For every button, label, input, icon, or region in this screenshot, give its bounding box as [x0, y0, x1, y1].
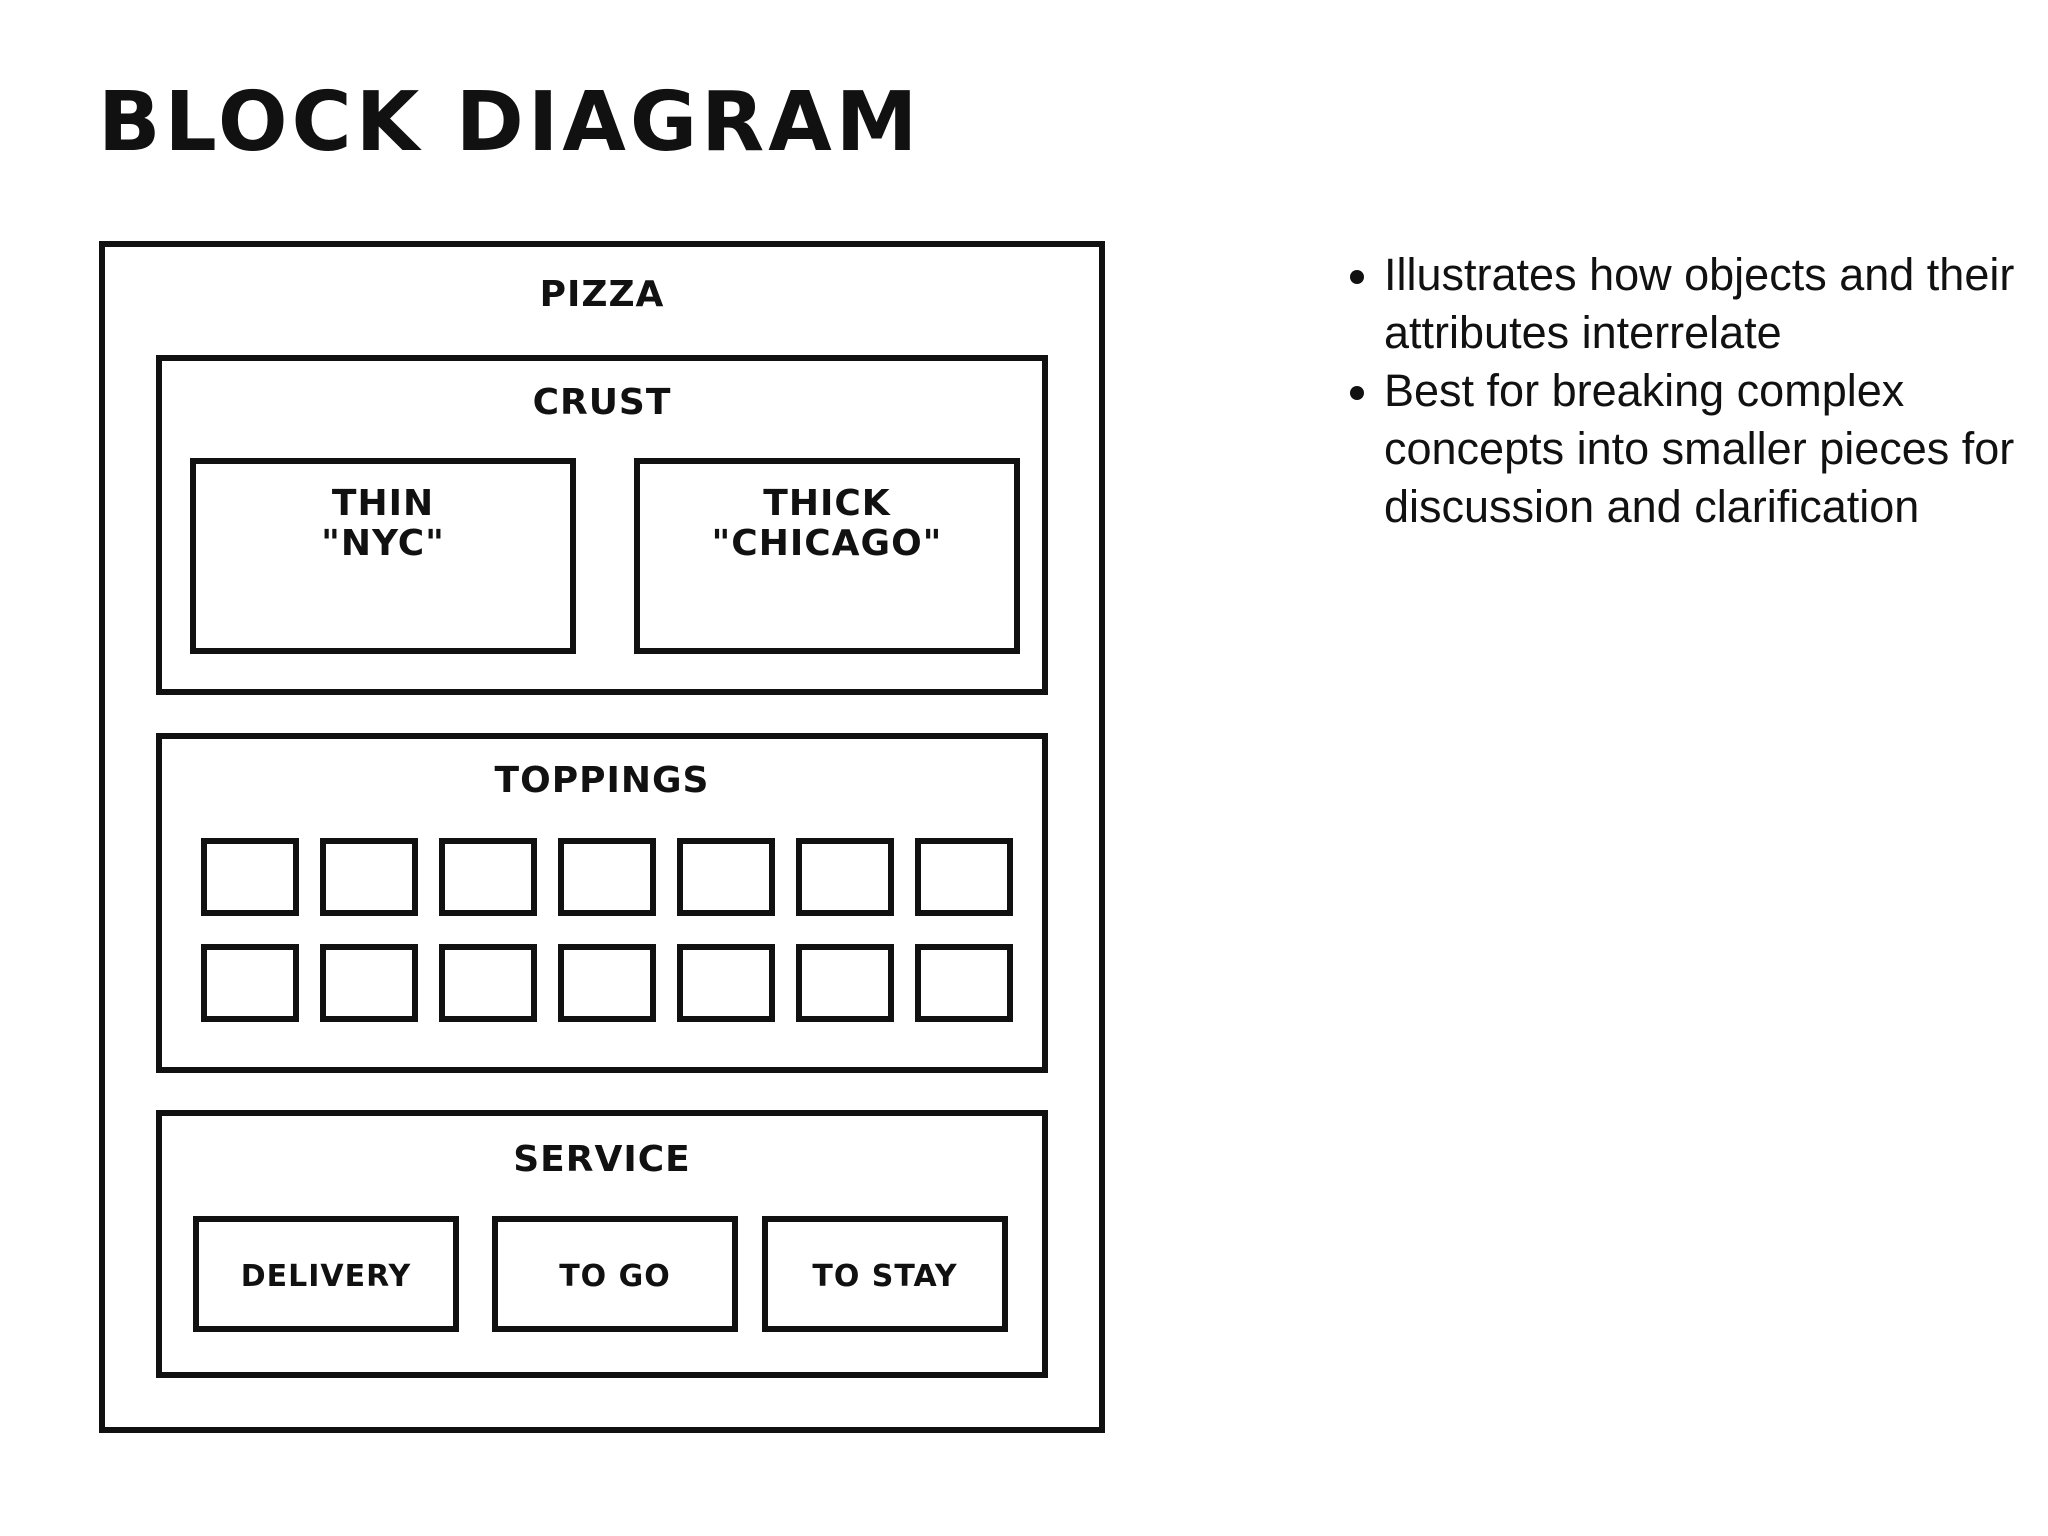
- topping-slot: [201, 838, 299, 916]
- topping-slot: [915, 838, 1013, 916]
- topping-slot: [439, 944, 537, 1022]
- service-to-go-block: TO GO: [492, 1216, 738, 1332]
- crust-thick-block: THICK "CHICAGO": [634, 458, 1020, 654]
- crust-thin-block: THIN "NYC": [190, 458, 576, 654]
- description-item: Best for breaking complex concepts into …: [1384, 362, 2048, 536]
- service-delivery-block: DELIVERY: [193, 1216, 459, 1332]
- toppings-label: TOPPINGS: [494, 760, 710, 801]
- crust-thick-label: THICK "CHICAGO": [711, 483, 943, 564]
- description-item: Illustrates how objects and their attrib…: [1384, 246, 2048, 362]
- topping-slot: [439, 838, 537, 916]
- crust-thin-label: THIN "NYC": [321, 483, 445, 564]
- service-to-stay-label: TO STAY: [812, 1259, 958, 1294]
- service-label: SERVICE: [513, 1139, 691, 1180]
- description-list: Illustrates how objects and their attrib…: [1330, 246, 2048, 536]
- page-title: BLOCK DIAGRAM: [98, 75, 922, 170]
- topping-slot: [915, 944, 1013, 1022]
- service-to-go-label: TO GO: [559, 1259, 671, 1294]
- service-delivery-label: DELIVERY: [240, 1259, 412, 1294]
- pizza-label: PIZZA: [539, 274, 665, 315]
- topping-slot: [558, 838, 656, 916]
- topping-slot: [796, 944, 894, 1022]
- topping-slot: [677, 838, 775, 916]
- topping-slot: [558, 944, 656, 1022]
- topping-slot: [677, 944, 775, 1022]
- crust-label: CRUST: [532, 382, 672, 423]
- topping-slot: [320, 944, 418, 1022]
- topping-slot: [796, 838, 894, 916]
- topping-slot: [320, 838, 418, 916]
- service-to-stay-block: TO STAY: [762, 1216, 1008, 1332]
- topping-slot: [201, 944, 299, 1022]
